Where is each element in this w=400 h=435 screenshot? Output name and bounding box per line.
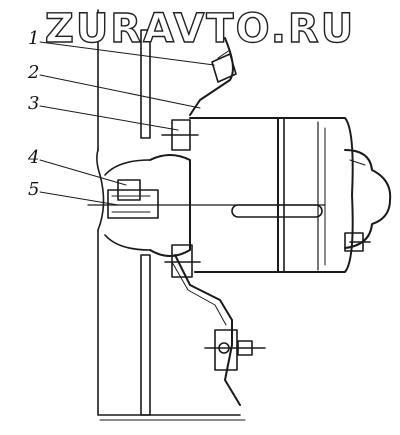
shroud-outline: [96, 9, 246, 421]
lower-housing-bolt: [164, 244, 201, 278]
hub-nut: [117, 179, 141, 201]
callout-2: 2: [28, 62, 40, 83]
callout-4: 4: [28, 147, 40, 168]
fan-blade: [140, 29, 151, 416]
lower-mount-bolt: [204, 329, 266, 371]
callout-1: 1: [28, 28, 40, 49]
watermark-text: ZURAVTO.RU: [44, 5, 356, 52]
leader-lines: [39, 41, 215, 206]
motor-housing: [189, 117, 354, 273]
rear-cap: [344, 149, 392, 252]
fan-hub: [87, 154, 326, 257]
callout-3: 3: [28, 93, 40, 114]
lower-bracket: [171, 254, 241, 406]
callout-5: 5: [28, 179, 40, 200]
upper-bracket: [189, 37, 237, 116]
upper-bracket-bolt: [161, 119, 199, 151]
